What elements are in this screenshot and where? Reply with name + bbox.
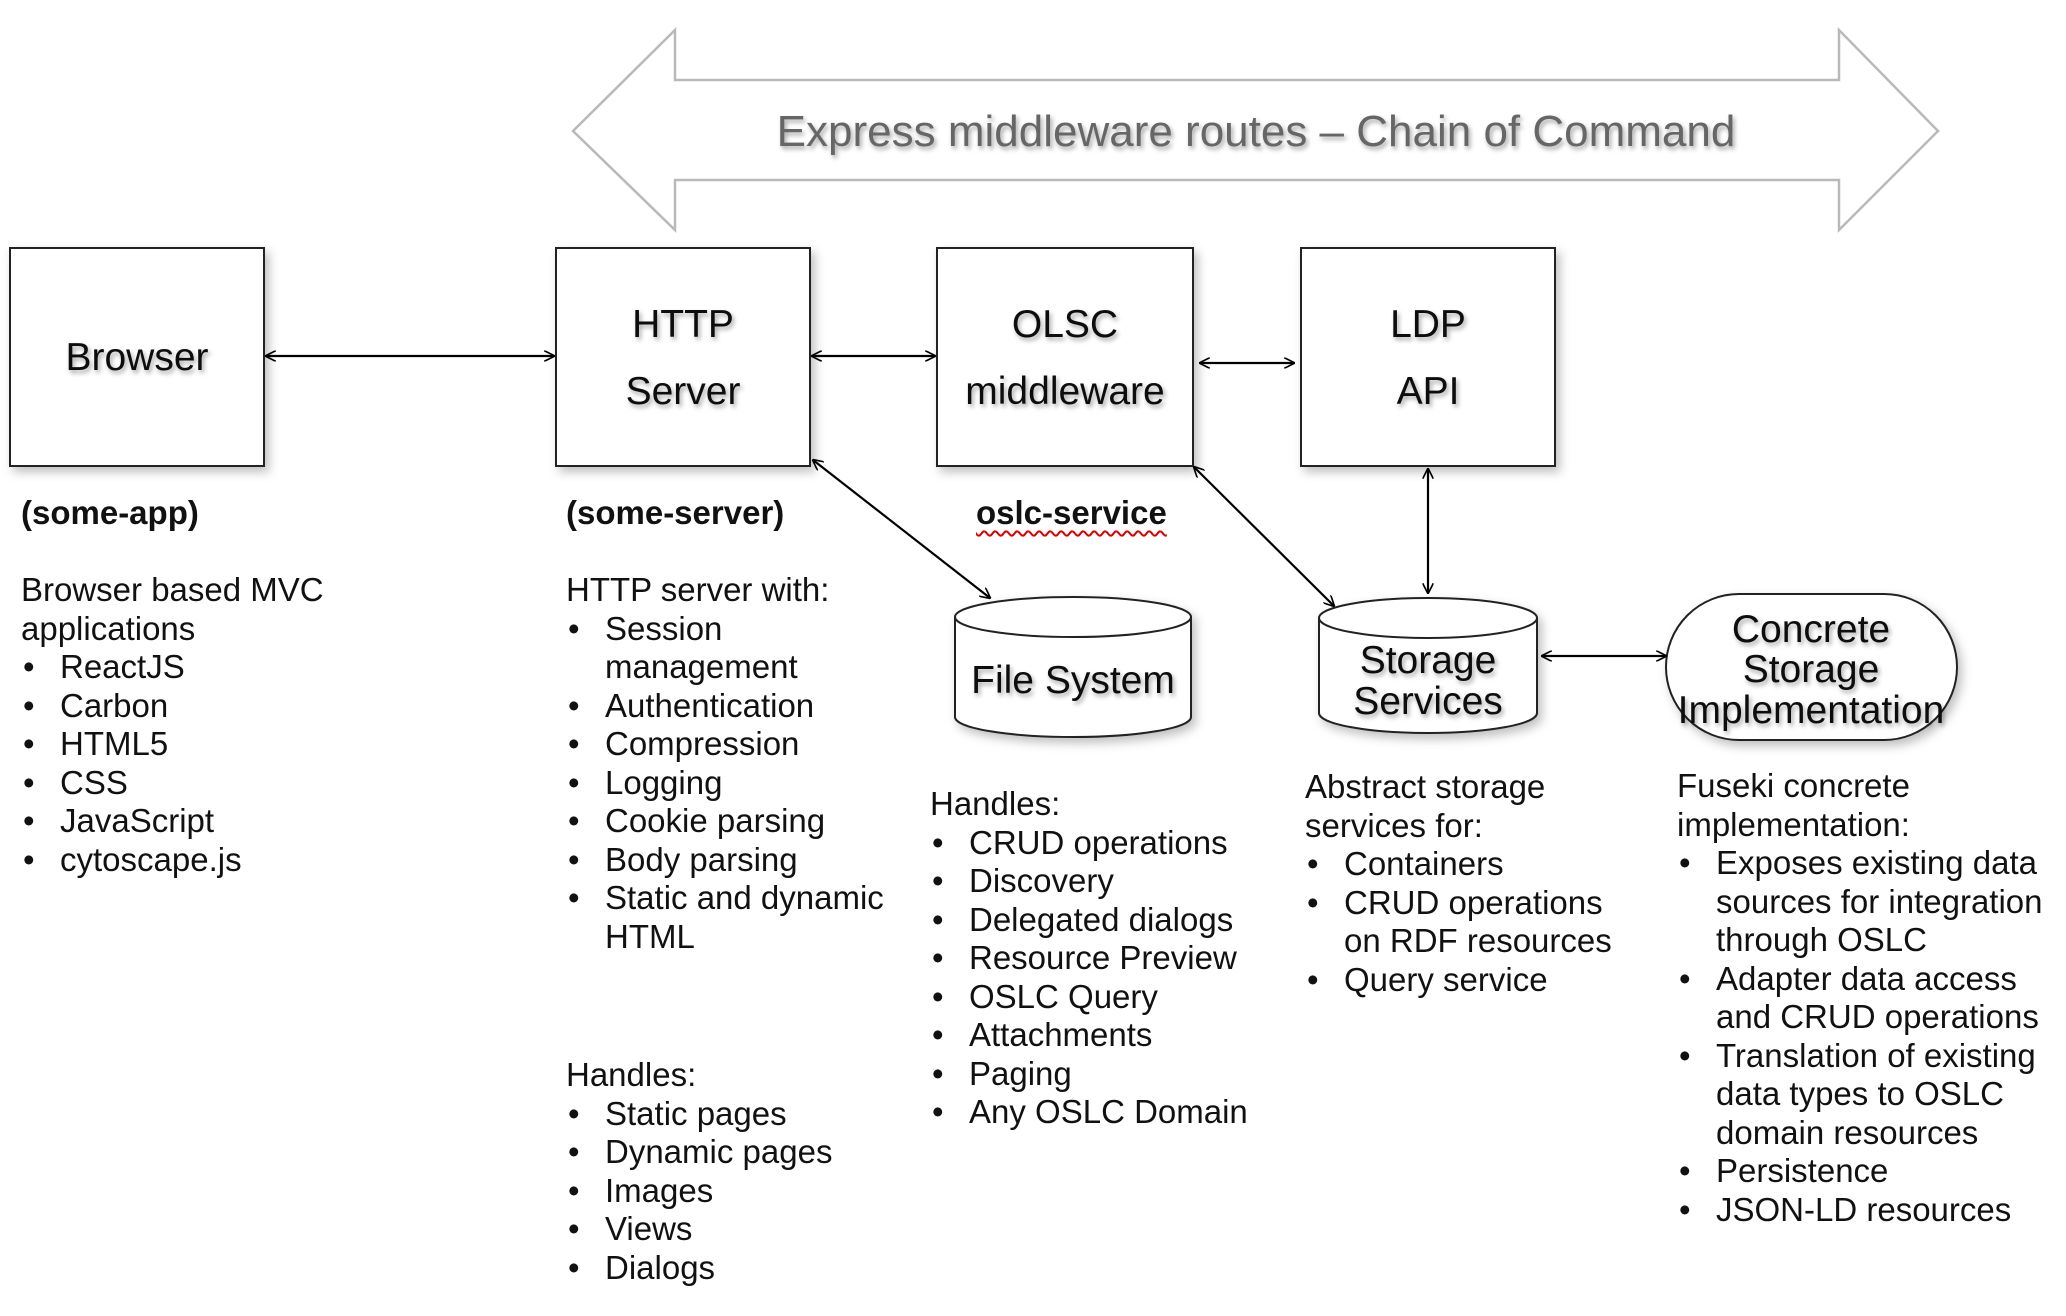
connector-http-filesystem [813,460,990,598]
fuseki-list: Exposes existing data sources for integr… [1677,844,2066,1229]
concrete-storage-label-line3: Implementation [1678,689,1945,732]
list-item: Paging [930,1055,1290,1094]
concrete-storage-node: Concrete Storage Implementation [1665,593,1958,741]
list-item: Dynamic pages [566,1133,906,1172]
olsc-middleware-label-line1: OLSC [1012,303,1118,346]
list-item: Any OSLC Domain [930,1093,1290,1132]
list-item: Compression [566,725,906,764]
storage-services-description: Abstract storage services for: Container… [1305,768,1635,999]
http-server-box [555,247,811,467]
list-item: CRUD operations on RDF resources [1305,884,1635,961]
list-item: Exposes existing data sources for integr… [1677,844,2066,960]
ldp-api-label-line2: API [1397,370,1460,413]
storage-services-cylinder-top [1318,597,1538,639]
express-routes-banner: Express middleware routes – Chain of Com… [571,26,1940,234]
list-item: CSS [21,764,541,803]
browser-node: Browser [9,247,265,467]
list-item: Body parsing [566,841,906,880]
some-server-handles: Handles: Static pages Dynamic pages Imag… [566,1056,906,1287]
browser-box [9,247,265,467]
list-item: ReactJS [21,648,541,687]
olsc-middleware-box [936,247,1194,467]
oslc-service-heading: Handles: [930,785,1061,822]
storage-services-cylinder [1318,618,1538,734]
oslc-service-list: CRUD operations Discovery Delegated dial… [930,824,1290,1132]
list-item: CRUD operations [930,824,1290,863]
oslc-service-title-wrap: oslc-service [976,494,1216,533]
fuseki-intro-line1: Fuseki concrete [1677,767,1910,804]
list-item: Resource Preview [930,939,1290,978]
fuseki-description: Fuseki concrete implementation: Exposes … [1677,767,2066,1229]
storage-list: Containers CRUD operations on RDF resour… [1305,845,1635,999]
connector-olsc-storage [1194,467,1334,606]
list-item: Attachments [930,1016,1290,1055]
list-item: Carbon [21,687,541,726]
olsc-middleware-label-line2: middleware [965,370,1164,413]
some-server-title: (some-server) [566,494,785,531]
concrete-storage-label-line2: Storage [1743,648,1880,691]
olsc-middleware-node: OLSC middleware [936,247,1194,467]
list-item: Static and dynamic HTML [566,879,906,956]
some-server-handles-list: Static pages Dynamic pages Images Views … [566,1095,906,1288]
http-server-label-line2: Server [626,370,741,413]
list-item: Query service [1305,961,1635,1000]
list-item: Logging [566,764,906,803]
list-item: Adapter data access and CRUD operations [1677,960,2066,1037]
oslc-service-title: oslc-service [976,494,1167,531]
connectors [266,356,1666,656]
list-item: Containers [1305,845,1635,884]
file-system-label: File System [971,659,1175,702]
list-item: Images [566,1172,906,1211]
list-item: Cookie parsing [566,802,906,841]
some-server-handles-heading: Handles: [566,1056,697,1093]
ldp-api-label-line1: LDP [1390,303,1466,346]
storage-services-node [1318,597,1538,734]
concrete-storage-label-line1: Concrete [1732,608,1890,651]
list-item: Persistence [1677,1152,2066,1191]
list-item: JSON-LD resources [1677,1191,2066,1230]
http-server-label-line1: HTTP [632,303,734,346]
some-app-description: (some-app) Browser based MVC application… [21,494,541,879]
list-item: Delegated dialogs [930,901,1290,940]
some-server-list: Session management Authentication Compre… [566,610,906,957]
some-app-intro-line2: applications [21,609,196,647]
file-system-cylinder-top [954,596,1192,638]
list-item: HTML5 [21,725,541,764]
some-server-intro: HTTP server with: [566,571,830,608]
double-arrow-shape [571,26,1940,234]
some-app-intro-line1: Browser based MVC [21,571,324,608]
ldp-api-box [1300,247,1556,467]
list-item: Authentication [566,687,906,726]
oslc-service-description: Handles: CRUD operations Discovery Deleg… [930,785,1290,1132]
storage-intro-line2: services for: [1305,806,1483,844]
concrete-storage-shape [1665,593,1958,741]
banner-label: Express middleware routes – Chain of Com… [777,107,1736,156]
fuseki-intro-line2: implementation: [1677,805,1910,843]
file-system-cylinder [954,617,1192,738]
ldp-api-node: LDP API [1300,247,1556,467]
list-item: Session management [566,610,906,687]
some-server-description: (some-server) HTTP server with: Session … [566,494,906,956]
list-item: cytoscape.js [21,841,541,880]
list-item: Discovery [930,862,1290,901]
storage-intro-line1: Abstract storage [1305,768,1546,805]
some-app-list: ReactJS Carbon HTML5 CSS JavaScript cyto… [21,648,541,879]
http-server-node: HTTP Server [555,247,811,467]
list-item: Views [566,1210,906,1249]
storage-services-label-line1: Storage [1360,639,1497,682]
file-system-node [954,596,1192,738]
some-app-title: (some-app) [21,494,199,531]
list-item: JavaScript [21,802,541,841]
browser-label: Browser [65,336,208,379]
list-item: OSLC Query [930,978,1290,1017]
storage-services-label-line2: Services [1353,680,1503,723]
list-item: Static pages [566,1095,906,1134]
list-item: Translation of existing data types to OS… [1677,1037,2066,1153]
list-item: Dialogs [566,1249,906,1288]
